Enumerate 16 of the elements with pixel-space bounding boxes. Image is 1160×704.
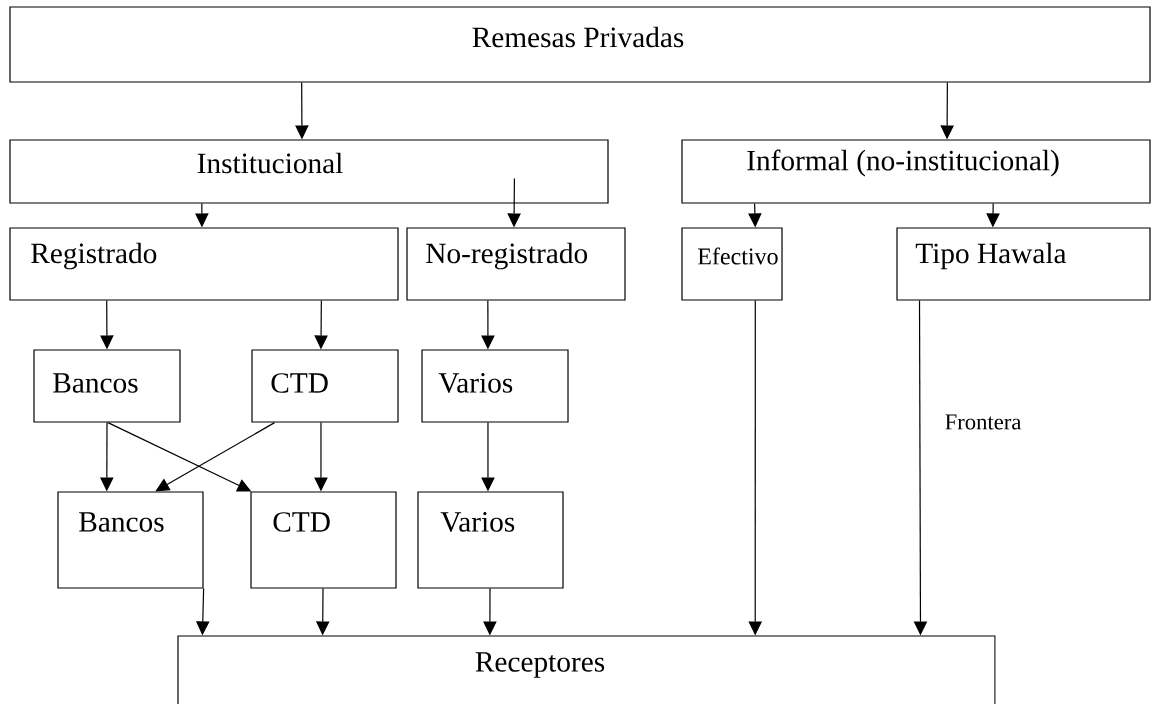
arrow: [155, 422, 276, 492]
process-box: Remesas Privadas: [9, 6, 1151, 83]
process-box: Varios: [417, 491, 564, 589]
process-box: CTD: [250, 491, 397, 589]
process-box: Registrado: [9, 227, 399, 301]
process-box: CTD: [251, 349, 399, 423]
process-box: No-registrado: [406, 227, 626, 301]
process-box: Efectivo: [681, 227, 783, 301]
process-box: Bancos: [57, 491, 204, 589]
process-box: Receptores: [177, 635, 996, 704]
border-label: Frontera: [945, 414, 1022, 430]
process-box: Varios: [421, 349, 569, 423]
process-box: Institucional: [9, 139, 609, 204]
process-box: Tipo Hawala: [896, 227, 1151, 301]
process-box: Bancos: [33, 349, 181, 423]
process-box: Informal (no-institucional): [681, 139, 1151, 204]
